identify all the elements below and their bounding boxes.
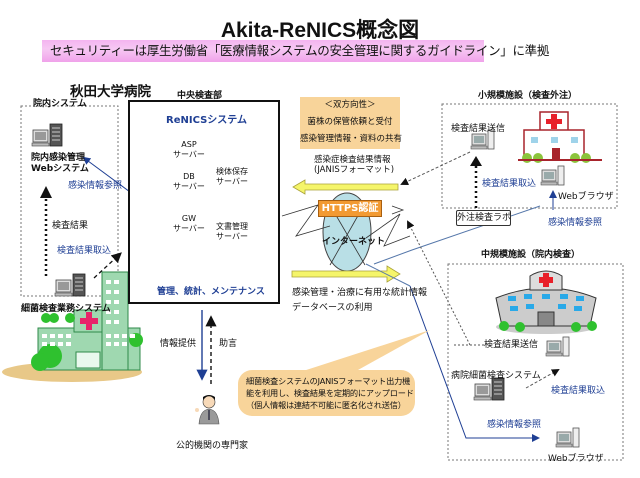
web-system-label-line2: Webシステム <box>31 164 89 174</box>
small-facility-label: 小規模施設（検査外注） <box>478 91 578 101</box>
upload-callout: 細菌検査システムのJANISフォーマット出力機 能を利用し、検査結果を定期的にア… <box>238 370 415 416</box>
statistics-line2: データベースの利用 <box>292 303 373 313</box>
medium-result-send-computer-icon <box>545 336 570 357</box>
advice-label: 助言 <box>219 339 238 349</box>
statistics-label: 感染管理・治療に有用な統計情報 データベースの利用 <box>292 286 427 316</box>
callout-line1: 細菌検査システムのJANISフォーマット出力機 <box>246 376 411 386</box>
internal-infection-ref-label: 感染情報参照 <box>68 181 123 191</box>
bacteria-system-computer-icon <box>54 273 86 297</box>
callout-tail <box>300 330 430 380</box>
medium-web-browser-label: Webブラウザ <box>548 454 604 464</box>
expert-label: 公的機関の専門家 <box>176 441 249 451</box>
internal-result-label: 検査結果 <box>52 221 89 231</box>
internet-label: インターネット <box>322 237 386 247</box>
medium-infection-ref-label: 感染情報参照 <box>487 420 542 430</box>
janis-info-line1: 感染症検査結果情報 <box>314 155 391 165</box>
small-result-send-label: 検査結果送信 <box>451 124 506 134</box>
bidirectional-line2: 感染管理情報・資料の共有 <box>300 134 403 144</box>
small-infection-ref-label: 感染情報参照 <box>548 218 603 228</box>
central-lab-label: 中央検査部 <box>177 91 223 101</box>
hospital-windows <box>42 280 135 346</box>
janis-info-label: 感染症検査結果情報 (JANISフォーマット) <box>314 155 394 175</box>
web-system-label-line1: 院内感染管理 <box>31 153 86 163</box>
medium-web-browser-computer-icon <box>555 427 580 448</box>
small-web-browser-label: Webブラウザ <box>558 192 614 202</box>
security-banner: セキュリティーは厚生労働省「医療情報システムの安全管理に関するガイドライン」に準… <box>42 40 549 62</box>
medium-result-import-label: 検査結果取込 <box>551 386 606 396</box>
internal-result-import-label: 検査結果取込 <box>57 246 112 256</box>
page-title: Akita-ReNICS概念図 <box>220 19 420 42</box>
small-web-browser-computer-icon <box>540 165 565 186</box>
web-system-label: 院内感染管理 Webシステム <box>31 153 89 175</box>
expert-person-icon <box>195 395 220 425</box>
document-server-label: 文書管理サーバー <box>216 222 248 241</box>
info-provide-label: 情報提供 <box>160 339 197 349</box>
bidirectional-box: ＜双方向性＞ 菌株の保管依頼と受付 感染管理情報・資料の共有 <box>300 97 403 149</box>
janis-info-line2: (JANISフォーマット) <box>314 165 395 175</box>
result-up-arrow-icon <box>40 186 52 198</box>
outsource-lab-tag: 外注検査ラボ <box>456 210 511 226</box>
akita-hospital-label: 秋田大学病院 <box>70 84 151 100</box>
janis-arrow-left <box>292 179 399 195</box>
statistics-line1: 感染管理・治療に有用な統計情報 <box>292 288 428 298</box>
internal-system-label: 院内システム <box>33 99 87 109</box>
medium-bacteria-system-label: 病院細菌検査システム <box>451 371 541 381</box>
akita-hospital-building-icon <box>2 271 143 382</box>
https-auth-badge: HTTPS認証 <box>318 200 382 217</box>
small-result-import-label: 検査結果取込 <box>482 179 537 189</box>
medium-facility-label: 中規模施設（院内検査） <box>481 250 581 260</box>
bidirectional-heading: ＜双方向性＞ <box>324 100 376 110</box>
small-facility-box <box>441 103 618 209</box>
central-lab-box <box>128 100 280 304</box>
callout-line3: （個人情報は連結不可能に匿名化され送信） <box>246 400 406 410</box>
callout-line2: 能を利用し、検査結果を定期的にアップロード <box>246 388 414 398</box>
medium-bacteria-system-computer-icon <box>473 377 505 401</box>
medium-facility-box <box>447 263 624 461</box>
renics-system-label: ReNICSシステム <box>166 115 247 126</box>
medium-hospital-building-icon <box>495 270 597 334</box>
medium-result-send-label: 検査結果送信 <box>484 340 539 350</box>
bacteria-system-label: 細菌検査業務システム <box>21 304 111 314</box>
web-system-computer-icon <box>31 123 63 147</box>
internal-system-box <box>20 105 119 297</box>
admin-label: 管理、統計、メンテナンス <box>157 287 265 297</box>
small-import-up-arrow-icon <box>470 156 482 166</box>
specimen-server-label: 検体保存サーバー <box>216 167 248 186</box>
bidirectional-line1: 菌株の保管依頼と受付 <box>307 117 393 127</box>
small-clinic-building-icon <box>518 111 602 163</box>
